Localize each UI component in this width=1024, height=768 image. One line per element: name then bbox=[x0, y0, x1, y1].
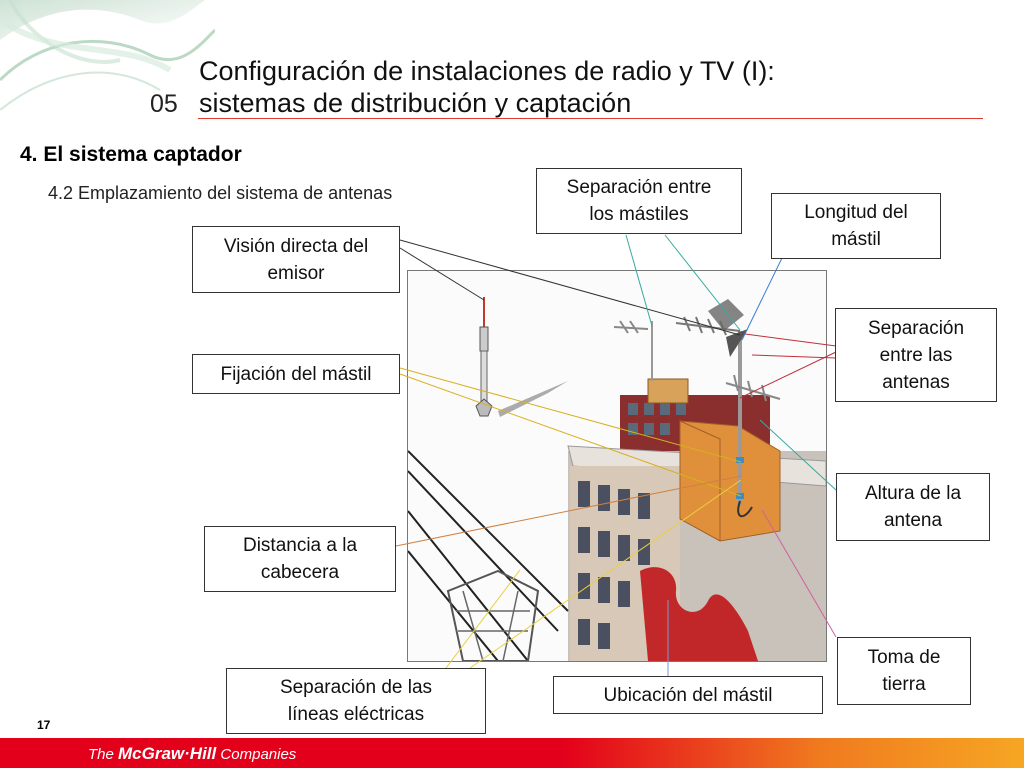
label-text: líneas eléctricas bbox=[287, 704, 425, 725]
brand-name: McGraw·Hill bbox=[118, 744, 217, 763]
label-text: mástil bbox=[831, 229, 881, 250]
label-longitud-mastil: Longitud del mástil bbox=[771, 193, 941, 259]
title-line-2: sistemas de distribución y captación bbox=[199, 88, 632, 118]
label-altura-antena: Altura de la antena bbox=[836, 473, 990, 541]
label-toma-tierra: Toma de tierra bbox=[837, 637, 971, 705]
label-text: Distancia a la bbox=[242, 535, 358, 556]
title-line-1: Configuración de instalaciones de radio … bbox=[199, 56, 775, 86]
section-heading: 4. El sistema captador bbox=[20, 143, 242, 166]
label-separacion-lineas: Separación de las líneas eléctricas bbox=[226, 668, 486, 734]
label-text: Toma de bbox=[867, 647, 941, 668]
label-text: Visión directa del bbox=[223, 235, 369, 257]
label-text: tierra bbox=[882, 674, 926, 695]
footer-bar bbox=[0, 738, 1024, 768]
label-ubicacion-mastil: Ubicación del mástil bbox=[553, 676, 823, 714]
label-text: antena bbox=[883, 510, 943, 531]
page-title: Configuración de instalaciones de radio … bbox=[199, 55, 775, 119]
brand-prefix: The bbox=[88, 746, 119, 763]
antenna-installation-illustration bbox=[407, 270, 827, 662]
label-text: entre las bbox=[879, 344, 953, 366]
brand-suffix: Companies bbox=[216, 746, 297, 763]
label-fijacion-mastil: Fijación del mástil bbox=[192, 354, 400, 394]
page-number: 17 bbox=[37, 718, 51, 732]
label-text: cabecera bbox=[260, 562, 340, 583]
label-text: Separación de las bbox=[279, 677, 433, 698]
chapter-number: 05 bbox=[150, 90, 178, 118]
label-distancia-cabecera: Distancia a la cabecera bbox=[204, 526, 396, 592]
label-text: los mástiles bbox=[589, 204, 689, 225]
label-text: Altura de la bbox=[864, 483, 962, 504]
label-text: antenas bbox=[882, 371, 950, 393]
illustration-drawing bbox=[408, 271, 826, 661]
label-separacion-mastiles: Separación entre los mástiles bbox=[536, 168, 742, 234]
label-text: emisor bbox=[267, 262, 325, 284]
label-vision-directa: Visión directa del emisor bbox=[192, 226, 400, 293]
label-separacion-antenas: Separación entre las antenas bbox=[835, 308, 997, 402]
label-text: Longitud del bbox=[804, 202, 908, 223]
decorative-swirl bbox=[0, 0, 215, 111]
label-text: Ubicación del mástil bbox=[603, 684, 773, 706]
label-text: Separación bbox=[867, 317, 965, 339]
label-text: Separación entre bbox=[566, 177, 712, 198]
subsection-heading: 4.2 Emplazamiento del sistema de antenas bbox=[48, 183, 393, 203]
label-text: Fijación del mástil bbox=[220, 363, 372, 385]
title-divider bbox=[198, 118, 983, 119]
publisher-logo: The McGraw·Hill Companies bbox=[88, 744, 296, 764]
